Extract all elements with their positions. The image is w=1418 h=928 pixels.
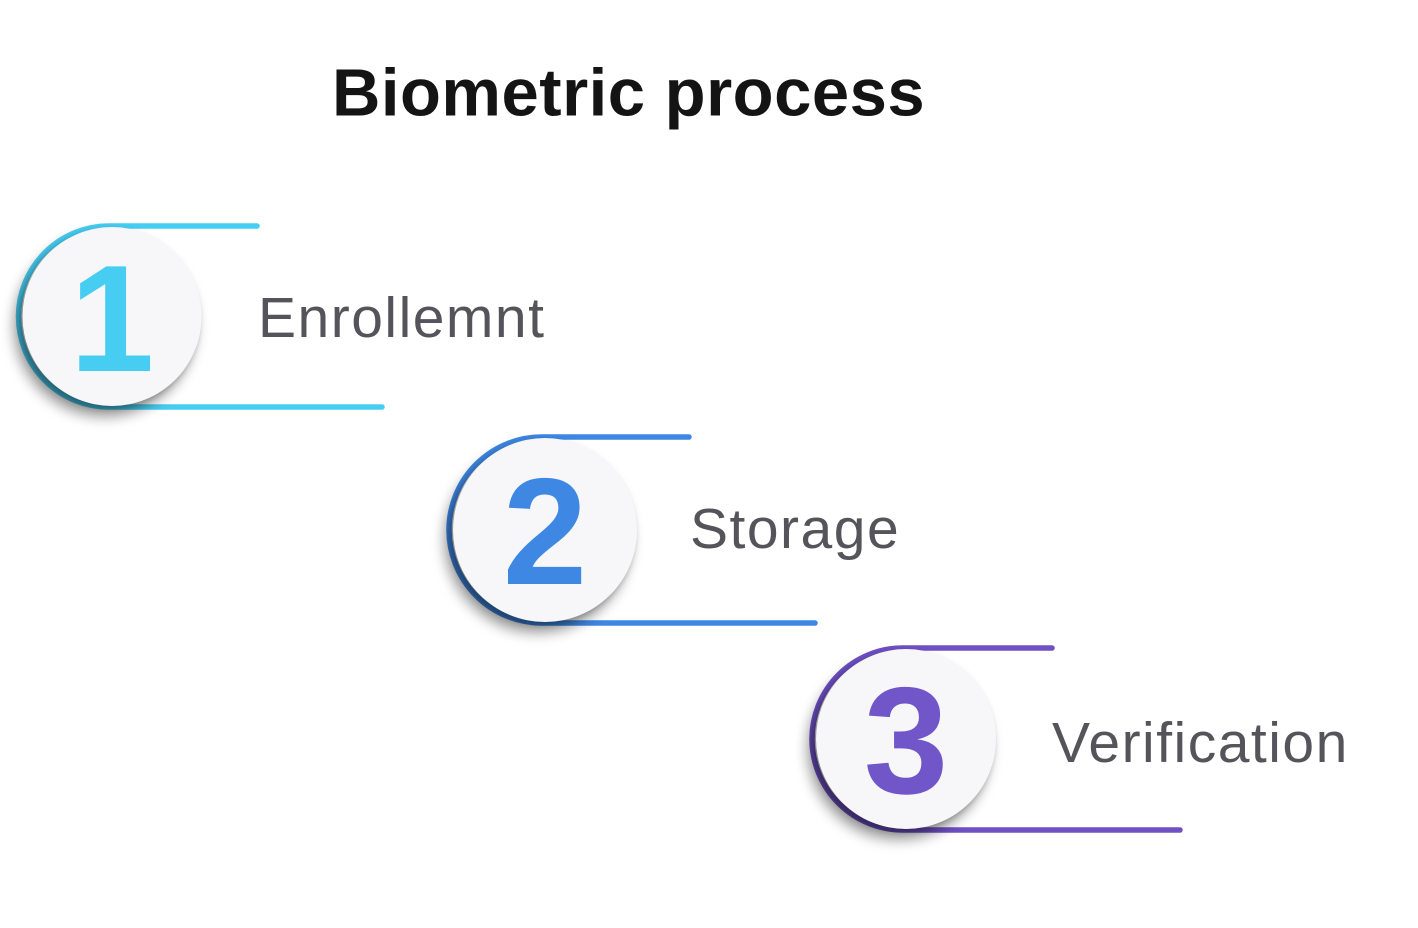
step-1-number: 1 [70,234,155,404]
step-1-circle [22,227,202,406]
step-3-circle [816,649,996,829]
step-2-label: Storage [690,497,901,561]
step-1-label: Enrollemnt [258,286,546,350]
step-group-2: 2 [446,434,818,626]
step-3-label: Verification [1052,711,1349,775]
step-group-1: 1 [15,223,385,410]
page-title: Biometric process [332,55,926,131]
step-3-number: 3 [864,656,949,826]
step-1-connector-line [15,223,385,410]
step-group-3: 3 [809,645,1183,833]
step-2-number: 2 [503,447,588,617]
step-2-connector-line [446,434,818,626]
step-3-connector-line [809,645,1183,833]
step-2-circle [453,438,637,622]
